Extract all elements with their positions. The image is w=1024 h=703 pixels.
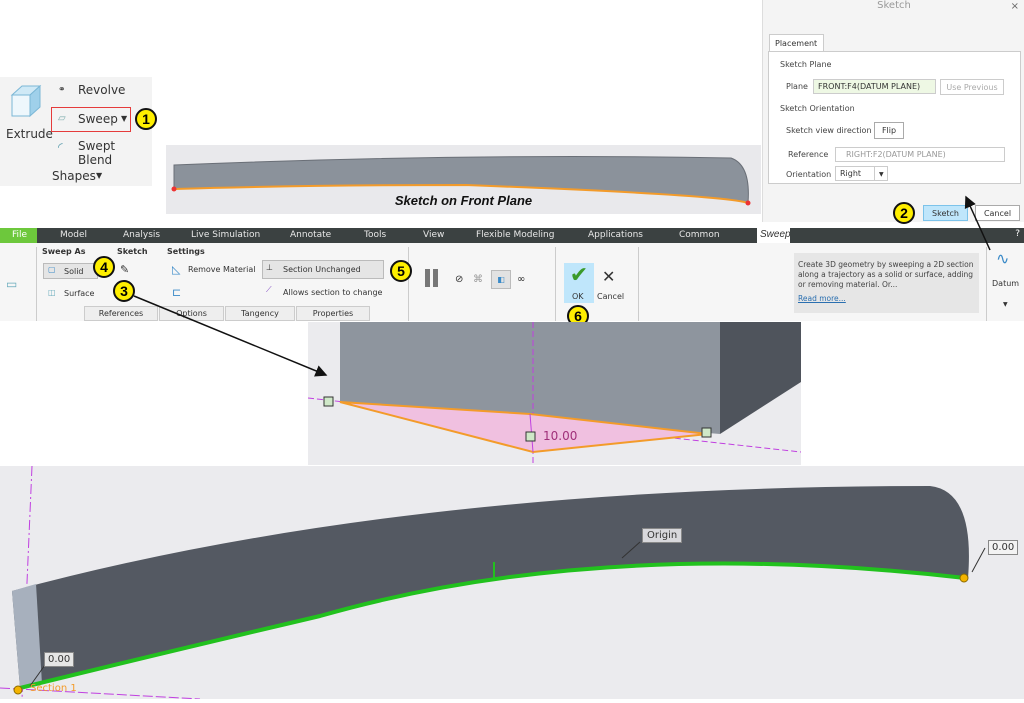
plane-field[interactable]: FRONT:F4(DATUM PLANE) <box>813 79 936 94</box>
model-3d-view: Origin 0.00 0.00 Section 1 <box>0 465 1024 700</box>
verify-icon[interactable]: ◧ <box>491 270 511 289</box>
revolve-button[interactable]: Revolve <box>78 83 126 97</box>
extrude-icon[interactable] <box>8 83 42 119</box>
dimension-right[interactable]: 0.00 <box>988 540 1019 555</box>
tab-model[interactable]: Model <box>60 230 88 240</box>
ok-button[interactable]: OK <box>572 292 584 301</box>
tab-analysis[interactable]: Analysis <box>123 230 161 240</box>
no-preview-icon[interactable]: ⊘ <box>455 274 464 285</box>
surface-button[interactable]: Surface <box>64 289 95 298</box>
sweep-preview-graphic <box>0 465 986 700</box>
close-icon[interactable]: × <box>1010 1 1019 12</box>
cancel-button[interactable]: Cancel <box>975 205 1020 221</box>
sketch-orientation-section: Sketch Orientation <box>780 104 855 113</box>
tab-flexible-modeling[interactable]: Flexible Modeling <box>476 230 555 240</box>
section-unchanged-icon: ⊥ <box>266 263 273 272</box>
tab-live-simulation[interactable]: Live Simulation <box>191 230 261 240</box>
chevron-down-icon[interactable]: ▼ <box>1003 301 1008 308</box>
section-dimension[interactable]: 10.00 <box>543 429 578 443</box>
datum-button[interactable]: Datum <box>992 279 1020 288</box>
plane-label: Plane <box>786 82 808 91</box>
shapes-group-label[interactable]: Shapes <box>52 169 96 183</box>
highlight-box <box>51 107 131 132</box>
help-text: Create 3D geometry by sweeping a 2D sect… <box>798 260 974 289</box>
origin-label[interactable]: Origin <box>642 528 683 543</box>
settings-label: Settings <box>167 247 205 256</box>
datum-icon[interactable]: ∿ <box>996 249 1010 268</box>
help-icon[interactable]: ? <box>1015 229 1020 239</box>
front-sketch-graphic <box>171 156 751 206</box>
subtab-options[interactable]: Options <box>159 306 224 321</box>
solid-icon: ▢ <box>48 265 56 274</box>
sweep-button[interactable]: Sweep <box>78 112 118 126</box>
chevron-down-icon[interactable]: ▼ <box>874 166 888 181</box>
glasses-icon[interactable]: ∞ <box>517 274 526 285</box>
dialog-title: Sketch <box>877 0 911 11</box>
allows-section-change-button[interactable]: Allows section to change <box>283 288 383 297</box>
read-more-link[interactable]: Read more... <box>798 294 846 303</box>
section-graphic <box>307 322 802 465</box>
pause-icon[interactable] <box>425 269 430 287</box>
extrude-button[interactable]: Extrude <box>6 127 53 141</box>
reference-field[interactable]: RIGHT:F2(DATUM PLANE) <box>835 147 1005 162</box>
step-badge-6: 6 <box>567 305 589 327</box>
preview-icon[interactable]: ⌘ <box>473 274 483 285</box>
sketch-button[interactable]: Sketch <box>923 205 968 221</box>
section-unchanged-button[interactable]: Section Unchanged <box>262 260 384 279</box>
orientation-select[interactable]: Right <box>835 166 875 181</box>
subtab-references[interactable]: References <box>84 306 158 321</box>
surface-icon: ◫ <box>48 288 56 297</box>
remove-material-icon: ◺ <box>172 263 181 276</box>
variable-section-icon: ⟋ <box>266 285 272 294</box>
step-badge-3: 3 <box>113 280 135 302</box>
step-badge-4: 4 <box>93 256 115 278</box>
sketch-icon[interactable]: ✎ <box>120 263 130 276</box>
cancel-x-icon[interactable]: ✕ <box>602 267 616 286</box>
sketch-label: Sketch <box>117 247 148 256</box>
sweep-feature-icon: ▭ <box>6 277 18 291</box>
orientation-label: Orientation <box>786 170 832 179</box>
flip-button[interactable]: Flip <box>874 122 904 139</box>
sketch-dialog: Sketch × Placement Sketch Plane Plane FR… <box>762 0 1024 222</box>
step-badge-2: 2 <box>893 202 915 224</box>
sweep-icon: ▱ <box>58 113 66 124</box>
view-direction-label: Sketch view direction <box>786 126 872 135</box>
step-badge-5: 5 <box>390 260 412 282</box>
tab-placement[interactable]: Placement <box>769 34 824 52</box>
revolve-icon: ⚭ <box>58 85 66 95</box>
chevron-down-icon[interactable]: ▼ <box>96 171 103 180</box>
tab-annotate[interactable]: Annotate <box>290 230 332 240</box>
section-1-label: Section 1 <box>30 683 77 694</box>
thicken-icon[interactable]: ⊏ <box>172 286 182 299</box>
sweep-as-label: Sweep As <box>42 247 86 256</box>
swept-blend-button[interactable]: Swept Blend <box>78 139 116 167</box>
tab-sweep[interactable]: Sweep <box>760 229 791 240</box>
swept-blend-icon: ◜ <box>58 140 63 154</box>
front-sketch-caption: Sketch on Front Plane <box>394 193 533 208</box>
reference-label: Reference <box>788 150 829 159</box>
placement-panel <box>768 51 1021 184</box>
help-tooltip: Create 3D geometry by sweeping a 2D sect… <box>794 253 979 313</box>
subtab-tangency[interactable]: Tangency <box>225 306 295 321</box>
ribbon-tab-bar: File Model Analysis Live Simulation Anno… <box>0 228 757 243</box>
step-badge-1: 1 <box>135 108 157 130</box>
dimension-left[interactable]: 0.00 <box>44 652 75 667</box>
tab-tools[interactable]: Tools <box>364 230 387 240</box>
cancel-ribbon-button[interactable]: Cancel <box>597 292 625 301</box>
chevron-down-icon[interactable]: ▼ <box>121 114 128 123</box>
subtab-properties[interactable]: Properties <box>296 306 370 321</box>
tab-common[interactable]: Common <box>679 230 720 240</box>
use-previous-button[interactable]: Use Previous <box>940 79 1004 95</box>
front-plane-sketch-view: Sketch on Front Plane <box>166 145 761 214</box>
tab-applications[interactable]: Applications <box>588 230 643 240</box>
remove-material-button[interactable]: Remove Material <box>188 265 256 274</box>
tab-view[interactable]: View <box>423 230 445 240</box>
pause-icon-bar <box>433 269 438 287</box>
ribbon-tab-bar-right: ? <box>790 228 1024 243</box>
section-sketch-view: 10.00 <box>307 322 802 465</box>
ok-check-icon[interactable]: ✔ <box>564 263 594 303</box>
tab-file[interactable]: File <box>0 228 37 243</box>
sketch-plane-section: Sketch Plane <box>780 60 832 69</box>
